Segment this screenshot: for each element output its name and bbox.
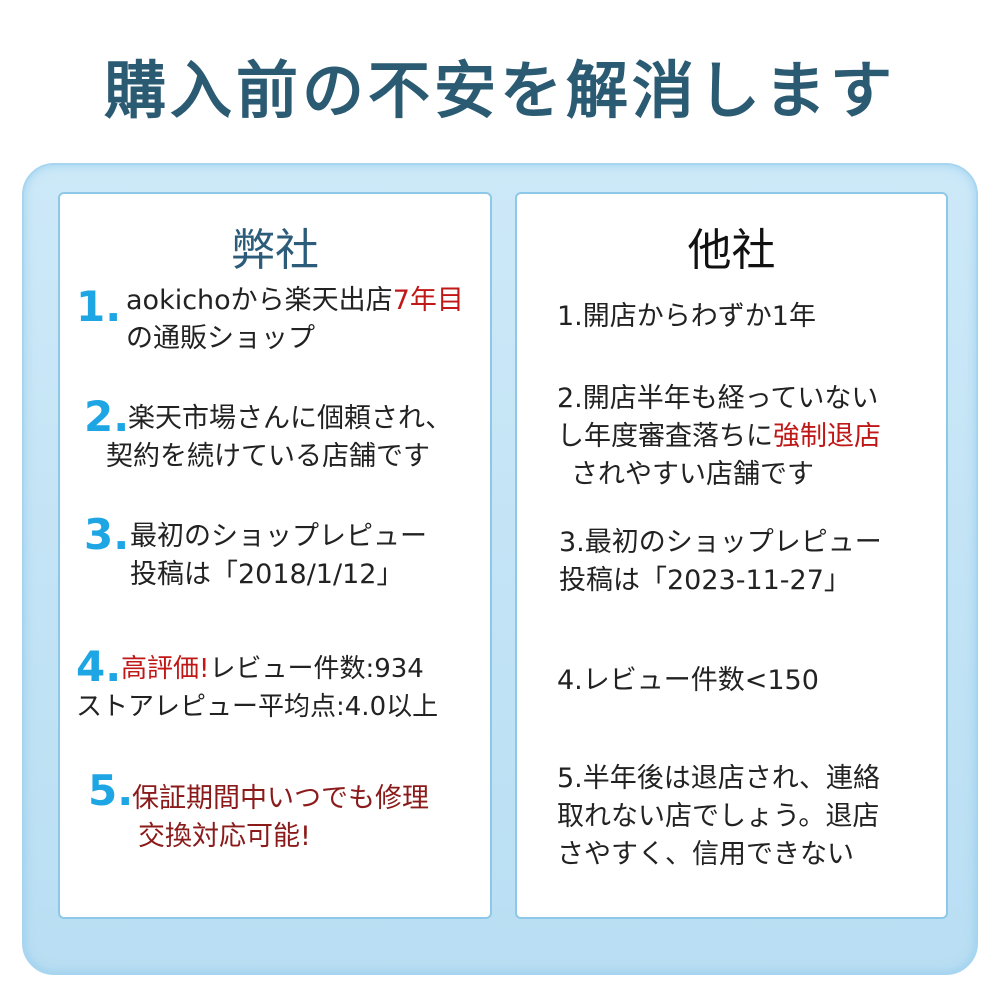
our-point-2-line1: 楽天市場さんに個頼され、	[128, 403, 453, 434]
our-point-5-line1: 保証期間中いつでも修理	[132, 783, 429, 814]
other-point-5-line3: さやすく、信用できない	[557, 839, 854, 870]
our-point-4: 高評価!レビュー件数:934 ストアレピュー平均点:4.0以上	[76, 650, 438, 726]
other-point-2-line1: 2.開店半年も経っていない	[557, 383, 879, 414]
our-point-3: 最初のショップレピュー 投稿は「2018/1/12」	[130, 518, 427, 594]
our-point-3-line2: 投稿は「2018/1/12」	[130, 559, 404, 590]
page-headline: 購入前の不安を解消します	[103, 54, 896, 127]
our-company-panel: 弊社 1. aokichoから楽天出店7年目 の通販ショップ 2. 楽天市場さん…	[58, 192, 492, 919]
other-point-2-line3: されやすい店舗です	[571, 459, 814, 490]
other-point-2-text: し年度審査落ちに	[557, 421, 773, 452]
our-point-2: 楽天市場さんに個頼され、 契約を続けている店舗です	[106, 400, 452, 476]
point-number-1: 1.	[76, 282, 122, 331]
our-point-4-line2: ストアレピュー平均点:4.0以上	[76, 692, 439, 722]
our-point-1-line1: aokichoから楽天出店7年目	[126, 282, 464, 320]
other-company-title: 他社	[687, 225, 776, 276]
point-number-2: 2.	[84, 392, 130, 441]
our-point-5-line2: 交換対応可能!	[138, 821, 311, 852]
point-number-4: 4.	[76, 642, 122, 691]
other-point-3-line2: 投稿は「2023-11-27」	[559, 565, 851, 596]
other-point-5-line2: 取れない店でしょう。退店	[557, 801, 880, 832]
point-number-5: 5.	[88, 766, 134, 815]
years-highlight: 7年目	[392, 285, 464, 316]
high-rating-highlight: 高評価!	[121, 654, 210, 684]
review-count-text: レビュー件数:934	[209, 654, 424, 684]
other-company-panel: 他社 1.開店からわずか1年 2.開店半年も経っていない し年度審査落ちに強制退…	[515, 192, 948, 919]
our-point-1-text: aokichoから楽天出店	[126, 285, 393, 316]
other-point-3: 3.最初のショップレピュー 投稿は「2023-11-27」	[559, 524, 882, 600]
our-point-5: 保証期間中いつでも修理 交換対応可能!	[132, 780, 429, 856]
our-point-1-line2: の通販ショップ	[126, 323, 315, 354]
other-point-5: 5.半年後は退店され、連絡 取れない店でしょう。退店 さやすく、信用できない	[557, 760, 880, 874]
other-point-1-line1: 1.開店からわずか1年	[557, 301, 816, 332]
other-point-4-line1: 4.レビュー件数<150	[557, 665, 819, 696]
our-point-4-line1: 高評価!レビュー件数:934	[76, 650, 438, 688]
other-point-3-line1: 3.最初のショップレピュー	[559, 527, 882, 558]
forced-closure-highlight: 強制退店	[773, 421, 881, 452]
other-point-1: 1.開店からわずか1年	[557, 298, 816, 336]
our-point-1: aokichoから楽天出店7年目 の通販ショップ	[126, 282, 464, 358]
other-point-4: 4.レビュー件数<150	[557, 662, 819, 700]
our-company-title: 弊社	[231, 225, 319, 276]
other-point-5-line1: 5.半年後は退店され、連絡	[557, 763, 881, 794]
our-point-2-line2: 契約を続けている店舗です	[106, 441, 430, 472]
other-point-2: 2.開店半年も経っていない し年度審査落ちに強制退店 されやすい店舗です	[557, 380, 881, 494]
point-number-3: 3.	[84, 510, 130, 559]
our-point-3-line1: 最初のショップレピュー	[130, 521, 427, 552]
other-point-2-line2: し年度審査落ちに強制退店	[557, 418, 881, 456]
